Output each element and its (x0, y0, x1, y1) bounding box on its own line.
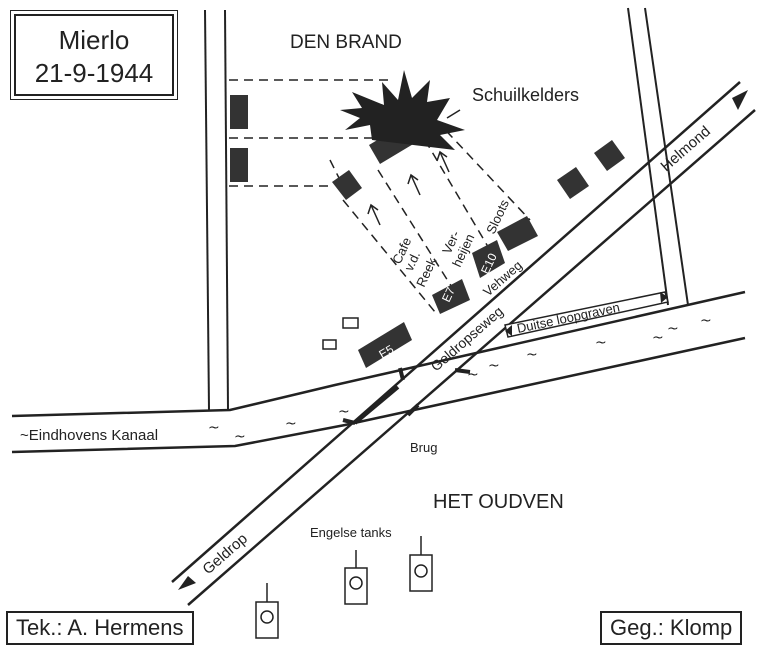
tank-icon (344, 550, 368, 605)
svg-text:~: ~ (667, 321, 679, 337)
arrow-helmond (732, 90, 748, 110)
label-verheijen: Ver- heijen (439, 228, 477, 269)
main-road (171, 81, 756, 606)
buildings (230, 95, 625, 368)
label-cafe-vd-reek: Cafe v.d. Reek (389, 235, 440, 289)
svg-text:~: ~ (467, 367, 479, 383)
right-road (627, 7, 689, 306)
label-eindhovens-kanaal: ~Eindhovens Kanaal (20, 427, 158, 444)
svg-text:~: ~ (234, 429, 246, 445)
label-schuilkelders: Schuilkelders (472, 85, 579, 105)
bridge (342, 367, 471, 425)
svg-text:~: ~ (595, 335, 607, 351)
svg-text:~: ~ (700, 313, 712, 329)
movement-arrows (367, 109, 461, 226)
label-e5: E5 (377, 342, 397, 362)
label-e7: E7 (439, 285, 458, 305)
explosion-icon (340, 70, 465, 150)
tank-icon (255, 583, 279, 639)
canal (11, 290, 746, 454)
svg-text:~: ~ (488, 358, 500, 374)
canal-waves: ~~ ~~ ~~ ~~ ~~ ~ (208, 313, 712, 445)
label-het-oudven: HET OUDVEN (433, 491, 564, 513)
label-brug: Brug (410, 440, 437, 455)
trench-box (504, 291, 669, 338)
svg-text:~: ~ (338, 404, 350, 420)
svg-text:~: ~ (208, 420, 220, 436)
tank-icon (409, 536, 433, 592)
svg-text:~: ~ (652, 330, 664, 346)
trench-arrow-right (660, 292, 668, 303)
svg-text:~: ~ (285, 416, 297, 432)
left-road (204, 9, 229, 411)
credit-data-by: Geg.: Klomp (600, 611, 743, 645)
label-engelse-tanks: Engelse tanks (310, 525, 392, 540)
title-box: Mierlo 21-9-1944 (10, 10, 178, 100)
trench-arrow-left (505, 325, 512, 336)
arrow-geldrop (178, 576, 196, 590)
small-outlines (322, 317, 359, 350)
svg-text:~: ~ (526, 347, 538, 363)
credit-drawn-by: Tek.: A. Hermens (6, 611, 194, 645)
title-date: 21-9-1944 (34, 58, 154, 88)
label-geldrop: Geldrop (199, 530, 250, 578)
title-place: Mierlo (58, 25, 130, 55)
label-den-brand: DEN BRAND (290, 32, 402, 53)
